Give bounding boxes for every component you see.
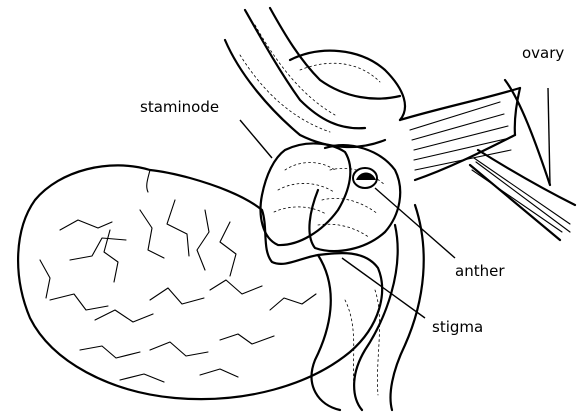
ovary-leader (548, 88, 550, 185)
column-base (312, 205, 424, 410)
stigma-leader (342, 258, 425, 318)
lateral-petal (400, 88, 520, 180)
staminode-shape (261, 143, 351, 245)
dorsal-sepal (225, 8, 405, 147)
label-anther: anther (455, 262, 505, 280)
anther-shape (353, 168, 377, 188)
staminode-leader (240, 120, 272, 158)
anther-leader (375, 188, 455, 258)
labellum-pouch (18, 165, 382, 399)
ovary-stalk (470, 80, 575, 240)
label-staminode: staminode (140, 98, 219, 116)
label-ovary: ovary (522, 44, 564, 62)
label-stigma: stigma (432, 318, 483, 336)
